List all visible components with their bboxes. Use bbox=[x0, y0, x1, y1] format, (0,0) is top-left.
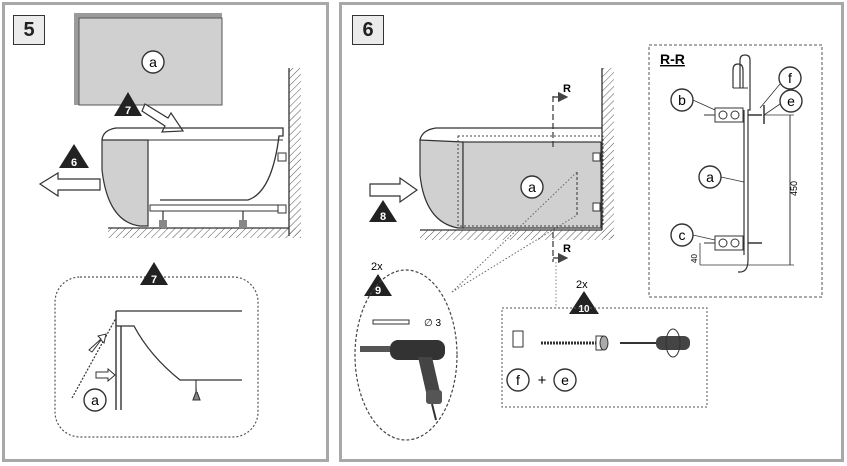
step-badge-8: 8 bbox=[369, 200, 397, 223]
svg-text:f: f bbox=[516, 372, 520, 388]
svg-text:a: a bbox=[706, 169, 714, 185]
svg-text:a: a bbox=[528, 179, 536, 195]
section-label-e: e bbox=[763, 89, 803, 116]
drill-quantity: 2x bbox=[371, 261, 383, 273]
dimension-450: 450 bbox=[789, 181, 799, 196]
step-badge-7-detail: 7 bbox=[140, 262, 168, 286]
screw-icon bbox=[541, 335, 609, 351]
drill-icon bbox=[360, 340, 445, 421]
step-badge-6: 6 bbox=[59, 144, 89, 169]
step-number-5: 5 bbox=[13, 15, 45, 45]
section-label-b: b bbox=[670, 88, 716, 112]
svg-text:7: 7 bbox=[151, 274, 157, 286]
svg-text:a: a bbox=[91, 392, 99, 408]
svg-text:c: c bbox=[679, 227, 686, 243]
label-a-circle: a bbox=[141, 50, 165, 74]
hardware-label-f: f bbox=[506, 368, 530, 392]
step-number-6: 6 bbox=[352, 15, 384, 45]
svg-text:10: 10 bbox=[578, 304, 590, 315]
step5-drawing: a 7 6 bbox=[38, 13, 301, 438]
section-title: R-R bbox=[660, 51, 685, 67]
svg-text:f: f bbox=[788, 70, 792, 86]
svg-text:6: 6 bbox=[71, 157, 77, 169]
step-badge-9: 9 bbox=[364, 274, 392, 297]
hardware-label-e: e bbox=[553, 368, 577, 392]
drill-bit-size: ∅ 3 bbox=[424, 318, 441, 329]
screwdriver-icon bbox=[620, 328, 690, 358]
arrow-insert-icon bbox=[141, 103, 185, 133]
svg-text:b: b bbox=[678, 92, 686, 108]
arrow-push-icon bbox=[369, 176, 419, 204]
step-badge-7: 7 bbox=[114, 92, 142, 117]
detail-label-a: a bbox=[83, 388, 107, 412]
section-label-c: c bbox=[670, 223, 716, 247]
label-a-text: a bbox=[149, 54, 157, 70]
hardware-plus: + bbox=[538, 372, 547, 389]
section-mark-bottom: R bbox=[563, 243, 571, 255]
step-badge-10: 10 bbox=[569, 291, 599, 315]
svg-text:e: e bbox=[787, 93, 795, 109]
section-label-f: f bbox=[759, 66, 802, 109]
svg-text:9: 9 bbox=[375, 285, 381, 297]
dimension-40: 40 bbox=[690, 254, 699, 263]
arrow-pull-left-icon bbox=[38, 171, 101, 198]
svg-text:8: 8 bbox=[380, 211, 386, 223]
section-mark-top: R bbox=[563, 83, 571, 95]
hardware-quantity: 2x bbox=[576, 279, 588, 291]
svg-text:e: e bbox=[561, 372, 569, 388]
section-label-a: a bbox=[698, 165, 745, 189]
step6-drawing: a R R 8 2x 9 ∅ 3 bbox=[354, 44, 823, 441]
step6-label-a: a bbox=[520, 175, 544, 199]
svg-text:7: 7 bbox=[125, 105, 131, 117]
